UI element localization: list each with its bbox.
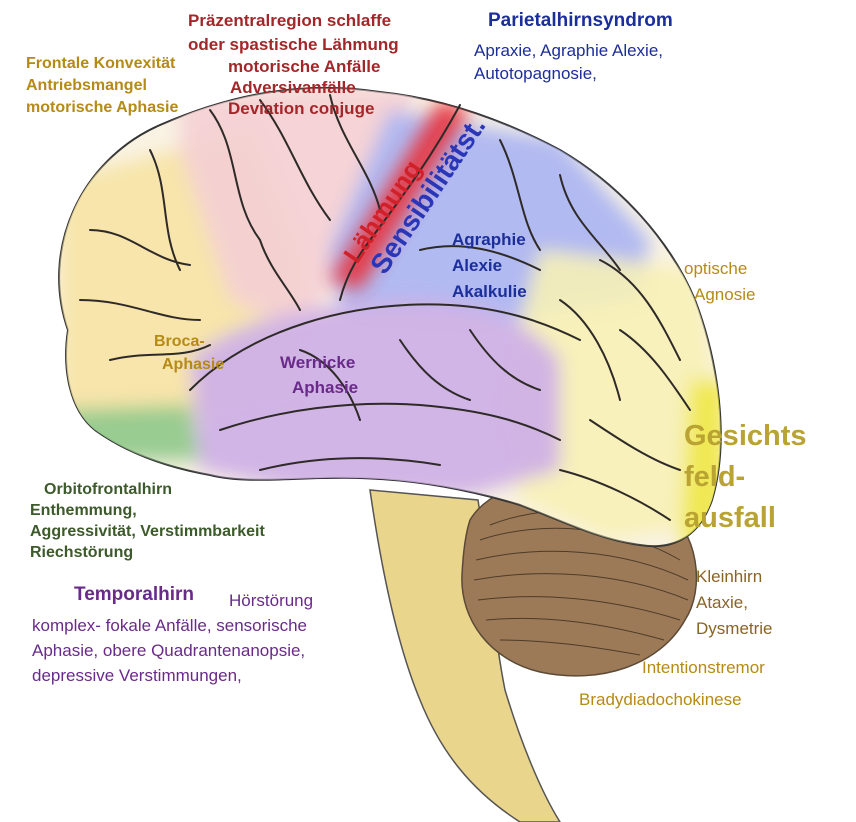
broca-label-1: Broca- bbox=[154, 333, 205, 351]
parietal-text-2: Autotopagnosie, bbox=[474, 64, 597, 83]
orbito-label-4: Riechstörung bbox=[30, 544, 133, 562]
gesichts-label-1: Gesichts bbox=[684, 420, 807, 452]
kleinhirn-label-2: Ataxie, bbox=[696, 593, 748, 612]
parietal-title: Parietalhirnsyndrom bbox=[488, 10, 673, 31]
optische-label-1: optische bbox=[684, 259, 747, 278]
frontal-label-2: Antriebsmangel bbox=[26, 77, 147, 95]
orbitofrontal-region bbox=[60, 405, 200, 460]
temporal-text-1: Hörstörung bbox=[229, 591, 313, 610]
agraphie-label-1: Agraphie bbox=[452, 230, 526, 249]
broca-label-2: Aphasie bbox=[162, 356, 224, 374]
orbito-label-2: Enthemmung, bbox=[30, 502, 137, 520]
temporal-text-3: Aphasie, obere Quadrantenanopsie, bbox=[32, 641, 305, 660]
temporal-text-2: komplex- fokale Anfälle, sensorische bbox=[32, 616, 307, 635]
temporal-text-4: depressive Verstimmungen, bbox=[32, 666, 242, 685]
praezentral-label-5: Deviation conjuge bbox=[228, 99, 374, 118]
kleinhirn-label-3: Dysmetrie bbox=[696, 619, 773, 638]
agraphie-label-2: Alexie bbox=[452, 256, 502, 275]
praezentral-label-1: Präzentralregion schlaffe bbox=[188, 11, 391, 30]
parietal-text-1: Apraxie, Agraphie Alexie, bbox=[474, 41, 663, 60]
temporal-region bbox=[190, 300, 560, 495]
agraphie-label-3: Akalkulie bbox=[452, 282, 527, 301]
praezentral-label-2: oder spastische Lähmung bbox=[188, 35, 399, 54]
bradydiadochokinese-label: Bradydiadochokinese bbox=[579, 690, 742, 709]
optische-label-2: Agnosie bbox=[694, 285, 755, 304]
orbito-label-3: Aggressivität, Verstimmbarkeit bbox=[30, 523, 265, 541]
gesichts-label-3: ausfall bbox=[684, 502, 776, 534]
kleinhirn-label-1: Kleinhirn bbox=[696, 567, 762, 586]
wernicke-label-1: Wernicke bbox=[280, 353, 355, 372]
orbito-label-1: Orbitofrontalhirn bbox=[44, 481, 172, 499]
intentionstremor-label: Intentionstremor bbox=[642, 658, 765, 677]
praezentral-label-3: motorische Anfälle bbox=[228, 57, 380, 76]
temporal-title: Temporalhirn bbox=[74, 584, 194, 605]
frontal-label-1: Frontale Konvexität bbox=[26, 55, 175, 73]
wernicke-label-2: Aphasie bbox=[292, 378, 358, 397]
frontal-label-3: motorische Aphasie bbox=[26, 99, 178, 117]
praezentral-label-4: Adversivanfälle bbox=[230, 78, 356, 97]
gesichts-label-2: feld- bbox=[684, 461, 745, 493]
